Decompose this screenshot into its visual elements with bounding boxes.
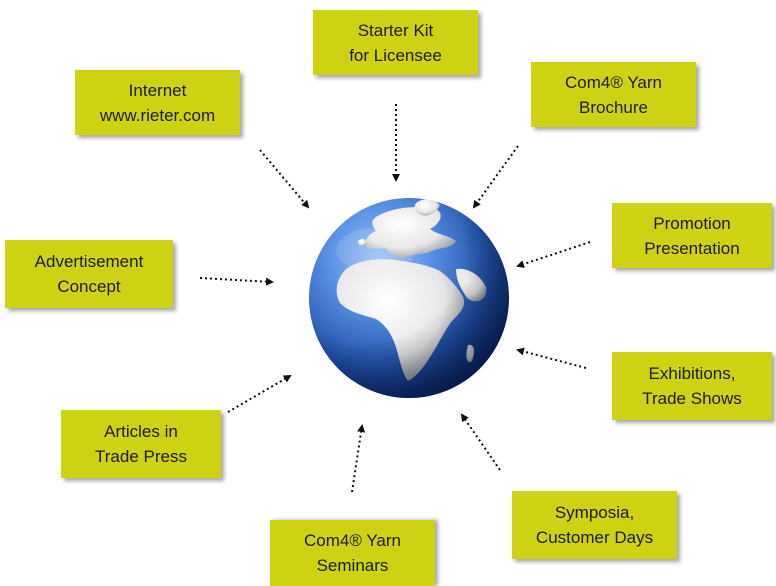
arrow-com4-seminars: [351, 424, 366, 493]
box-com4-seminars-line2: Seminars: [316, 556, 389, 575]
box-symposia-line2: Customer Days: [535, 528, 654, 547]
box-com4-seminars-line1: Com4® Yarn: [304, 531, 401, 550]
arrow-articles: [227, 374, 292, 413]
arrow-exhibitions: [516, 347, 587, 369]
box-promotion-line1: Promotion: [653, 213, 731, 233]
arrow-internet: [259, 149, 310, 209]
box-starter-kit-line2: for Licensee: [349, 45, 442, 65]
box-promotion: Promotion Presentation: [612, 203, 772, 268]
box-symposia-line1: Symposia,: [554, 503, 635, 522]
box-exhibitions: Exhibitions, Trade Shows: [612, 352, 772, 420]
box-advertisement-line1: Advertisement: [34, 252, 144, 271]
box-internet-line2: www.rieter.com: [99, 105, 216, 125]
box-promotion-line2: Presentation: [644, 238, 740, 258]
box-internet: Internet www.rieter.com: [75, 70, 240, 135]
box-com4-brochure-line1: Com4® Yarn: [565, 72, 662, 92]
box-articles-line1: Articles in: [104, 422, 178, 441]
box-symposia: Symposia, Customer Days: [512, 491, 677, 559]
box-com4-brochure: Com4® Yarn Brochure: [531, 62, 696, 127]
globe-icon: [306, 195, 512, 401]
box-internet-line1: Internet: [128, 80, 187, 100]
arrow-promotion: [516, 241, 591, 268]
box-advertisement: Advertisement Concept: [5, 240, 173, 308]
box-exhibitions-line1: Exhibitions,: [648, 364, 736, 383]
box-articles-line2: Trade Press: [95, 447, 187, 466]
box-com4-seminars: Com4® Yarn Seminars: [270, 520, 435, 586]
box-starter-kit-line1: Starter Kit: [357, 20, 434, 40]
box-advertisement-line2: Concept: [57, 277, 121, 296]
box-articles: Articles in Trade Press: [61, 410, 221, 478]
box-exhibitions-line2: Trade Shows: [642, 389, 742, 408]
box-starter-kit: Starter Kit for Licensee: [313, 10, 478, 75]
box-com4-brochure-line2: Brochure: [579, 97, 648, 117]
arrow-advertisement: [199, 277, 274, 286]
arrow-symposia: [460, 413, 501, 471]
